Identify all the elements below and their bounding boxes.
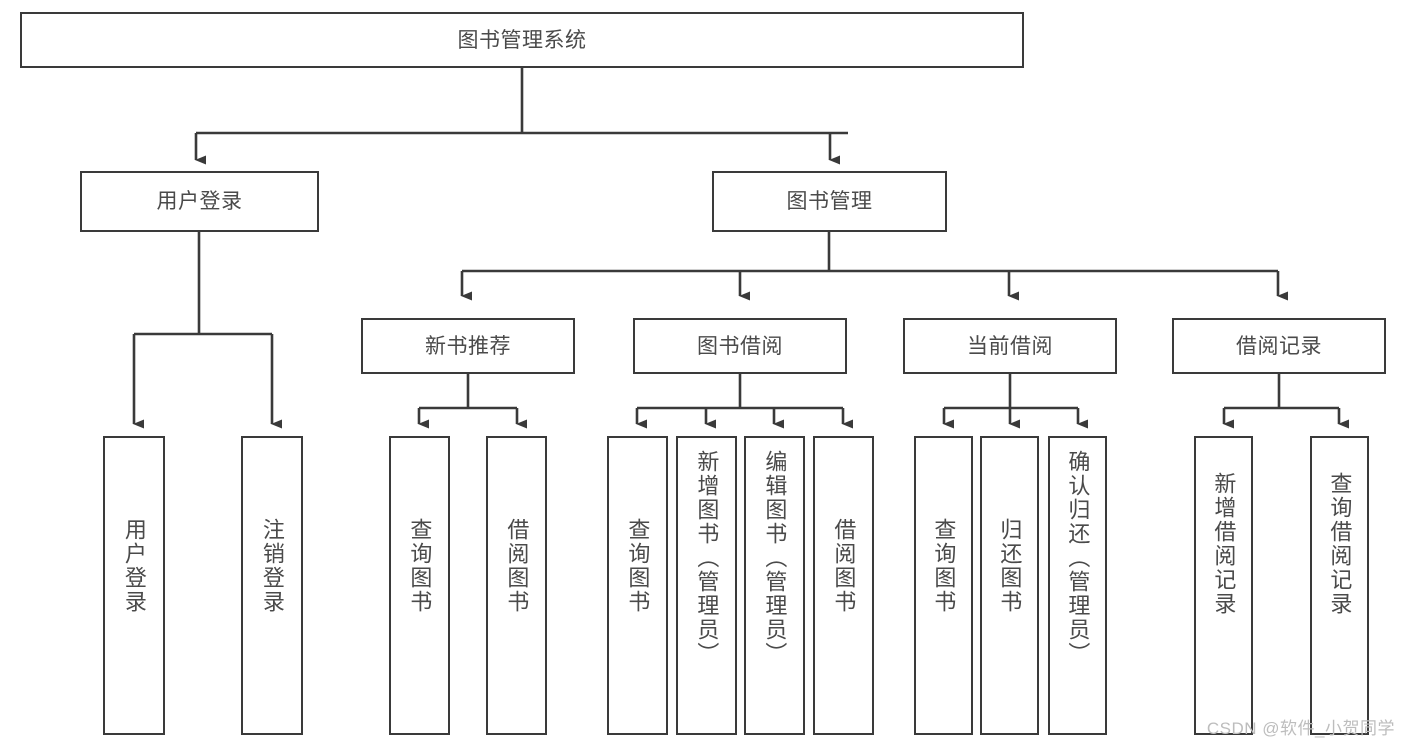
node-leaf-borrow-book-1[interactable]: 借阅图书 (486, 436, 547, 735)
node-leaf-query-book-1[interactable]: 查询图书 (389, 436, 450, 735)
node-leaf-add-record-label: 新增借阅记录 (1211, 472, 1237, 616)
node-book-manage[interactable]: 图书管理 (712, 171, 947, 232)
node-new-book-recommend-label: 新书推荐 (425, 334, 511, 358)
node-current-borrow-label: 当前借阅 (967, 334, 1053, 358)
node-leaf-return-book-label: 归还图书 (997, 518, 1023, 614)
node-leaf-query-record[interactable]: 查询借阅记录 (1310, 436, 1369, 735)
node-user-login[interactable]: 用户登录 (80, 171, 319, 232)
node-leaf-add-record[interactable]: 新增借阅记录 (1194, 436, 1253, 735)
node-leaf-return-book[interactable]: 归还图书 (980, 436, 1039, 735)
node-leaf-logout-login[interactable]: 注销登录 (241, 436, 303, 735)
node-leaf-logout-login-label: 注销登录 (259, 518, 285, 614)
node-leaf-borrow-book-2[interactable]: 借阅图书 (813, 436, 874, 735)
node-leaf-query-book-1-label: 查询图书 (407, 518, 433, 614)
node-book-borrow[interactable]: 图书借阅 (633, 318, 847, 374)
node-book-borrow-label: 图书借阅 (697, 334, 783, 358)
node-book-manage-label: 图书管理 (786, 190, 873, 213)
node-leaf-user-login-label: 用户登录 (121, 518, 147, 614)
node-leaf-query-book-3-label: 查询图书 (931, 518, 957, 614)
node-root[interactable]: 图书管理系统 (20, 12, 1024, 68)
node-leaf-confirm-return-label: 确认归还（管理员） (1065, 450, 1091, 666)
node-leaf-add-book[interactable]: 新增图书（管理员） (676, 436, 737, 735)
node-leaf-query-book-3[interactable]: 查询图书 (914, 436, 973, 735)
watermark: CSDN @软件_小贺同学 (1206, 719, 1395, 738)
node-leaf-edit-book-label: 编辑图书（管理员） (762, 450, 788, 666)
node-leaf-query-book-2[interactable]: 查询图书 (607, 436, 668, 735)
node-leaf-confirm-return[interactable]: 确认归还（管理员） (1048, 436, 1107, 735)
node-leaf-edit-book[interactable]: 编辑图书（管理员） (744, 436, 805, 735)
node-leaf-add-book-label: 新增图书（管理员） (694, 450, 720, 666)
node-borrow-record[interactable]: 借阅记录 (1172, 318, 1386, 374)
node-new-book-recommend[interactable]: 新书推荐 (361, 318, 575, 374)
node-leaf-query-record-label: 查询借阅记录 (1327, 472, 1353, 616)
node-leaf-borrow-book-1-label: 借阅图书 (504, 518, 530, 614)
node-user-login-label: 用户登录 (156, 190, 243, 213)
node-borrow-record-label: 借阅记录 (1236, 334, 1322, 358)
node-leaf-query-book-2-label: 查询图书 (625, 518, 651, 614)
node-current-borrow[interactable]: 当前借阅 (903, 318, 1117, 374)
node-leaf-user-login[interactable]: 用户登录 (103, 436, 165, 735)
node-root-label: 图书管理系统 (457, 28, 587, 52)
node-leaf-borrow-book-2-label: 借阅图书 (831, 518, 857, 614)
